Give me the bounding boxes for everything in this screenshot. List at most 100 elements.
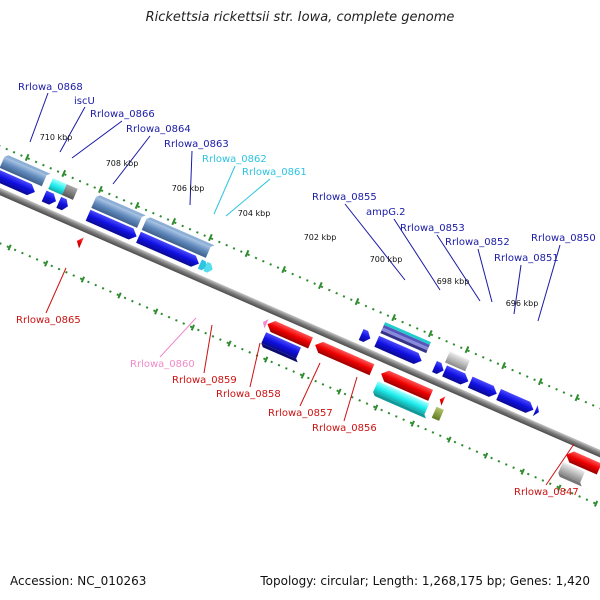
gene-label-rrlowa-0855[interactable]: Rrlowa_0855 [312, 192, 377, 203]
major-tick-fwd [464, 346, 470, 354]
major-tick-fwd [208, 233, 213, 242]
leader-rrlowa-0856 [343, 376, 358, 422]
gene-label-rrlowa-0861[interactable]: Rrlowa_0861 [242, 167, 307, 178]
tick-label-698-kbp: 698 kbp [437, 277, 470, 286]
gene-label-rrlowa-0857[interactable]: Rrlowa_0857 [268, 408, 333, 419]
gene-arrow-rrlowa-0857[interactable] [379, 368, 433, 401]
gene-label-rrlowa-0860[interactable]: Rrlowa_0860 [130, 359, 195, 370]
major-tick-rev [374, 404, 379, 411]
gene-arrow-rrlowa-0859[interactable] [265, 319, 313, 349]
gene-label-rrlowa-0851[interactable]: Rrlowa_0851 [494, 253, 559, 264]
major-tick-fwd [537, 378, 543, 386]
leader-rrlowa-0862 [213, 165, 236, 215]
leader-iscu [59, 106, 86, 153]
gene-arrow-rrlowa-0855[interactable] [358, 329, 373, 344]
gene-feature-rrlowa-0847[interactable] [557, 461, 588, 487]
gene-label-rrlowa-0866[interactable]: Rrlowa_0866 [90, 109, 155, 120]
genome-summary-text: Topology: circular; Length: 1,268,175 bp… [260, 574, 590, 588]
map-title: Rickettsia rickettsii str. Iowa, complet… [145, 10, 455, 25]
genome-backbone [0, 180, 600, 467]
tick-label-696-kbp: 696 kbp [506, 299, 539, 308]
gene-arrow-rrlowa-0858[interactable] [313, 339, 375, 376]
gene-arrow-rrlowa-0861[interactable] [203, 261, 214, 274]
major-tick-fwd [61, 169, 67, 178]
leader-rrlowa-0852 [477, 248, 493, 303]
gene-feature-rrlowa-0863[interactable] [141, 216, 215, 259]
gene-arrow-rrlowa-0866[interactable] [56, 196, 70, 212]
gene-label-rrlowa-0859[interactable]: Rrlowa_0859 [172, 375, 237, 386]
major-tick-rev [557, 484, 562, 491]
gene-arrow-rrlowa-0856[interactable] [438, 395, 446, 406]
leader-rrlowa-0860 [159, 317, 197, 358]
gene-arrow-rrlowa-0863[interactable] [136, 231, 201, 269]
gene-label-rrlowa-0856[interactable]: Rrlowa_0856 [312, 423, 377, 434]
gene-label-rrlowa-0858[interactable]: Rrlowa_0858 [216, 389, 281, 400]
major-tick-rev [520, 468, 525, 475]
gene-label-rrlowa-0865[interactable]: Rrlowa_0865 [16, 315, 81, 326]
major-tick-fwd [318, 281, 323, 290]
major-tick-rev [447, 436, 452, 443]
gene-feature-rrlowa-0866[interactable] [61, 184, 78, 200]
gene-label-rrlowa-0864[interactable]: Rrlowa_0864 [126, 124, 191, 135]
forward-dotted-track [0, 144, 600, 410]
gene-arrow-rrlowa-0862[interactable] [197, 259, 209, 271]
gene-labels: Rrlowa_0868 iscU Rrlowa_0866Rrlowa_0864Rrl… [16, 82, 596, 498]
major-tick-rev [483, 452, 489, 459]
gene-label-rrlowa-0850[interactable]: Rrlowa_0850 [531, 233, 596, 244]
gene-label-rrlowa-0853[interactable]: Rrlowa_0853 [400, 223, 465, 234]
gene-label-iscu[interactable]: iscU [74, 96, 95, 107]
gene-arrow-rrlowa-0864[interactable] [85, 209, 139, 242]
major-tick-rev [44, 260, 49, 267]
major-tick-rev [337, 388, 342, 395]
major-tick-fwd [501, 362, 506, 370]
gene-arrow-rrlowa-0851[interactable] [467, 376, 499, 400]
major-tick-rev [117, 292, 122, 299]
gene-label-rrlowa-0852[interactable]: Rrlowa_0852 [445, 237, 510, 248]
gene-label-rrlowa-0863[interactable]: Rrlowa_0863 [164, 139, 229, 150]
gene-label-rrlowa-0868[interactable]: Rrlowa_0868 [18, 82, 83, 93]
gene-feature-rrlowa-0859[interactable] [260, 332, 304, 363]
gene-feature-rrlowa-0852[interactable] [444, 351, 470, 372]
gene-arrow-ampg-2[interactable] [374, 335, 424, 367]
gene-arrow-rrlowa-0860[interactable] [261, 318, 269, 329]
leader-rrlowa-0857 [299, 362, 321, 407]
leader-rrlowa-0851 [513, 264, 522, 315]
tick-label-700-kbp: 700 kbp [370, 255, 403, 264]
gene-label-rrlowa-0862[interactable]: Rrlowa_0862 [202, 154, 267, 165]
gene-feature-ampg-2[interactable] [380, 322, 431, 354]
gene-arrow-rrlowa-0850[interactable] [496, 389, 536, 415]
gene-arrow-rrlowa-0852[interactable] [442, 365, 471, 386]
leader-rrlowa-0863 [189, 150, 193, 206]
gene-arrow-rrlowa-0847[interactable] [564, 449, 600, 475]
leader-rrlowa-0847 [545, 443, 575, 486]
leader-rrlowa-0855 [344, 203, 406, 281]
leader-rrlowa-0864 [112, 135, 151, 185]
gene-arrow-rrlowa-0865[interactable] [74, 235, 84, 249]
gene-label-ampg-2[interactable]: ampG.2 [366, 207, 406, 218]
gene-arrow-rrlowa-0853[interactable] [432, 361, 446, 376]
gene-arrow-rrlowa-0850-end[interactable] [532, 405, 541, 418]
major-tick-fwd [281, 265, 286, 274]
position-ticks [7, 153, 599, 507]
leader-ampg-2 [393, 218, 441, 291]
gene-feature-rrlowa-0856[interactable] [431, 406, 444, 421]
gene-feature-rrlowa-0868[interactable] [0, 154, 51, 187]
major-tick-rev [300, 372, 305, 379]
gene-arrow-iscu[interactable] [41, 190, 59, 206]
tick-label-708-kbp: 708 kbp [106, 159, 139, 168]
gene-feature-iscu[interactable] [48, 178, 67, 196]
major-tick-rev [410, 420, 415, 427]
gene-features [0, 154, 600, 487]
major-tick-rev [80, 276, 86, 283]
gene-feature-rrlowa-0864[interactable] [91, 194, 146, 229]
gene-arrow-rrlowa-0868[interactable] [0, 169, 37, 198]
major-tick-fwd [171, 217, 177, 226]
gene-feature-rrlowa-0857[interactable] [372, 381, 432, 419]
gene-label-rrlowa-0847[interactable]: Rrlowa_0847 [514, 487, 579, 498]
accession-text: Accession: NC_010263 [10, 574, 147, 588]
tick-label-702-kbp: 702 kbp [304, 233, 337, 242]
major-tick-rev [593, 500, 599, 507]
leader-rrlowa-0866 [71, 120, 123, 159]
tick-label-704-kbp: 704 kbp [238, 209, 271, 218]
